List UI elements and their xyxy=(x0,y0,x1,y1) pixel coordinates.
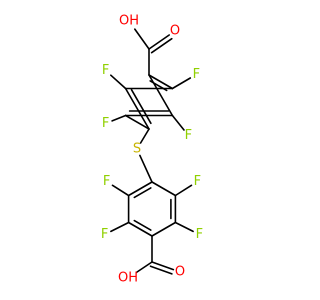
bond-c4-c5 xyxy=(124,114,150,130)
bond-layer xyxy=(110,28,194,275)
atom-label-f-f7: F xyxy=(196,227,203,242)
bond-c6-f4 xyxy=(171,114,185,131)
bond-c8-c9-inner xyxy=(133,187,152,199)
bond-c10-f6 xyxy=(110,221,130,233)
atom-label-f-f3: F xyxy=(102,116,109,131)
atom-label-o-o3: O xyxy=(175,265,185,280)
bond-c10-c11-inner xyxy=(133,219,152,231)
bond-c6-c1 xyxy=(148,74,174,117)
bond-c3-c4-inner xyxy=(130,88,152,125)
atom-label-f-f2: F xyxy=(102,63,109,78)
atom-label-o-o4: OH xyxy=(118,271,138,286)
atom-label-f-f4: F xyxy=(185,128,192,143)
atom-label-f-f6: F xyxy=(101,227,108,242)
atom-label-o-o1: O xyxy=(170,24,180,39)
atom-label-layer: O OH F F F F S O OH F F F F xyxy=(101,14,203,286)
bond-c8-c9 xyxy=(127,181,153,197)
bond-c3-f2 xyxy=(110,74,127,90)
atom-label-s-s1: S xyxy=(133,142,141,157)
bond-s1-c8 xyxy=(139,154,153,183)
bond-c1-c2 xyxy=(148,74,174,90)
bond-c14-o4 xyxy=(135,261,153,274)
bond-c3-c4 xyxy=(124,87,150,130)
atom-label-f-f8: F xyxy=(194,174,201,189)
bond-c5-f3 xyxy=(111,114,127,122)
bond-c7-o1-second xyxy=(150,37,173,54)
bond-c4-s1 xyxy=(139,128,150,144)
bond-c2-f1 xyxy=(171,77,192,90)
bond-c7-o2 xyxy=(134,28,150,50)
bond-c9-f5 xyxy=(111,184,130,197)
bond-c13-f8 xyxy=(174,184,193,197)
bond-c7-o1 xyxy=(148,34,170,50)
atom-label-f-f1: F xyxy=(193,67,200,82)
bond-c12-f7 xyxy=(174,221,194,233)
atom-label-o-o2: OH xyxy=(119,14,139,29)
bond-c14-o3-second xyxy=(149,265,173,275)
bond-c10-c11 xyxy=(127,221,153,237)
molecule-structure: O OH F F F F S O OH F F F F xyxy=(101,14,203,286)
bond-c13-c8 xyxy=(151,181,177,197)
bond-c14-o3 xyxy=(151,261,175,271)
bond-c11-c12 xyxy=(151,221,177,237)
atom-label-f-f5: F xyxy=(103,174,110,189)
